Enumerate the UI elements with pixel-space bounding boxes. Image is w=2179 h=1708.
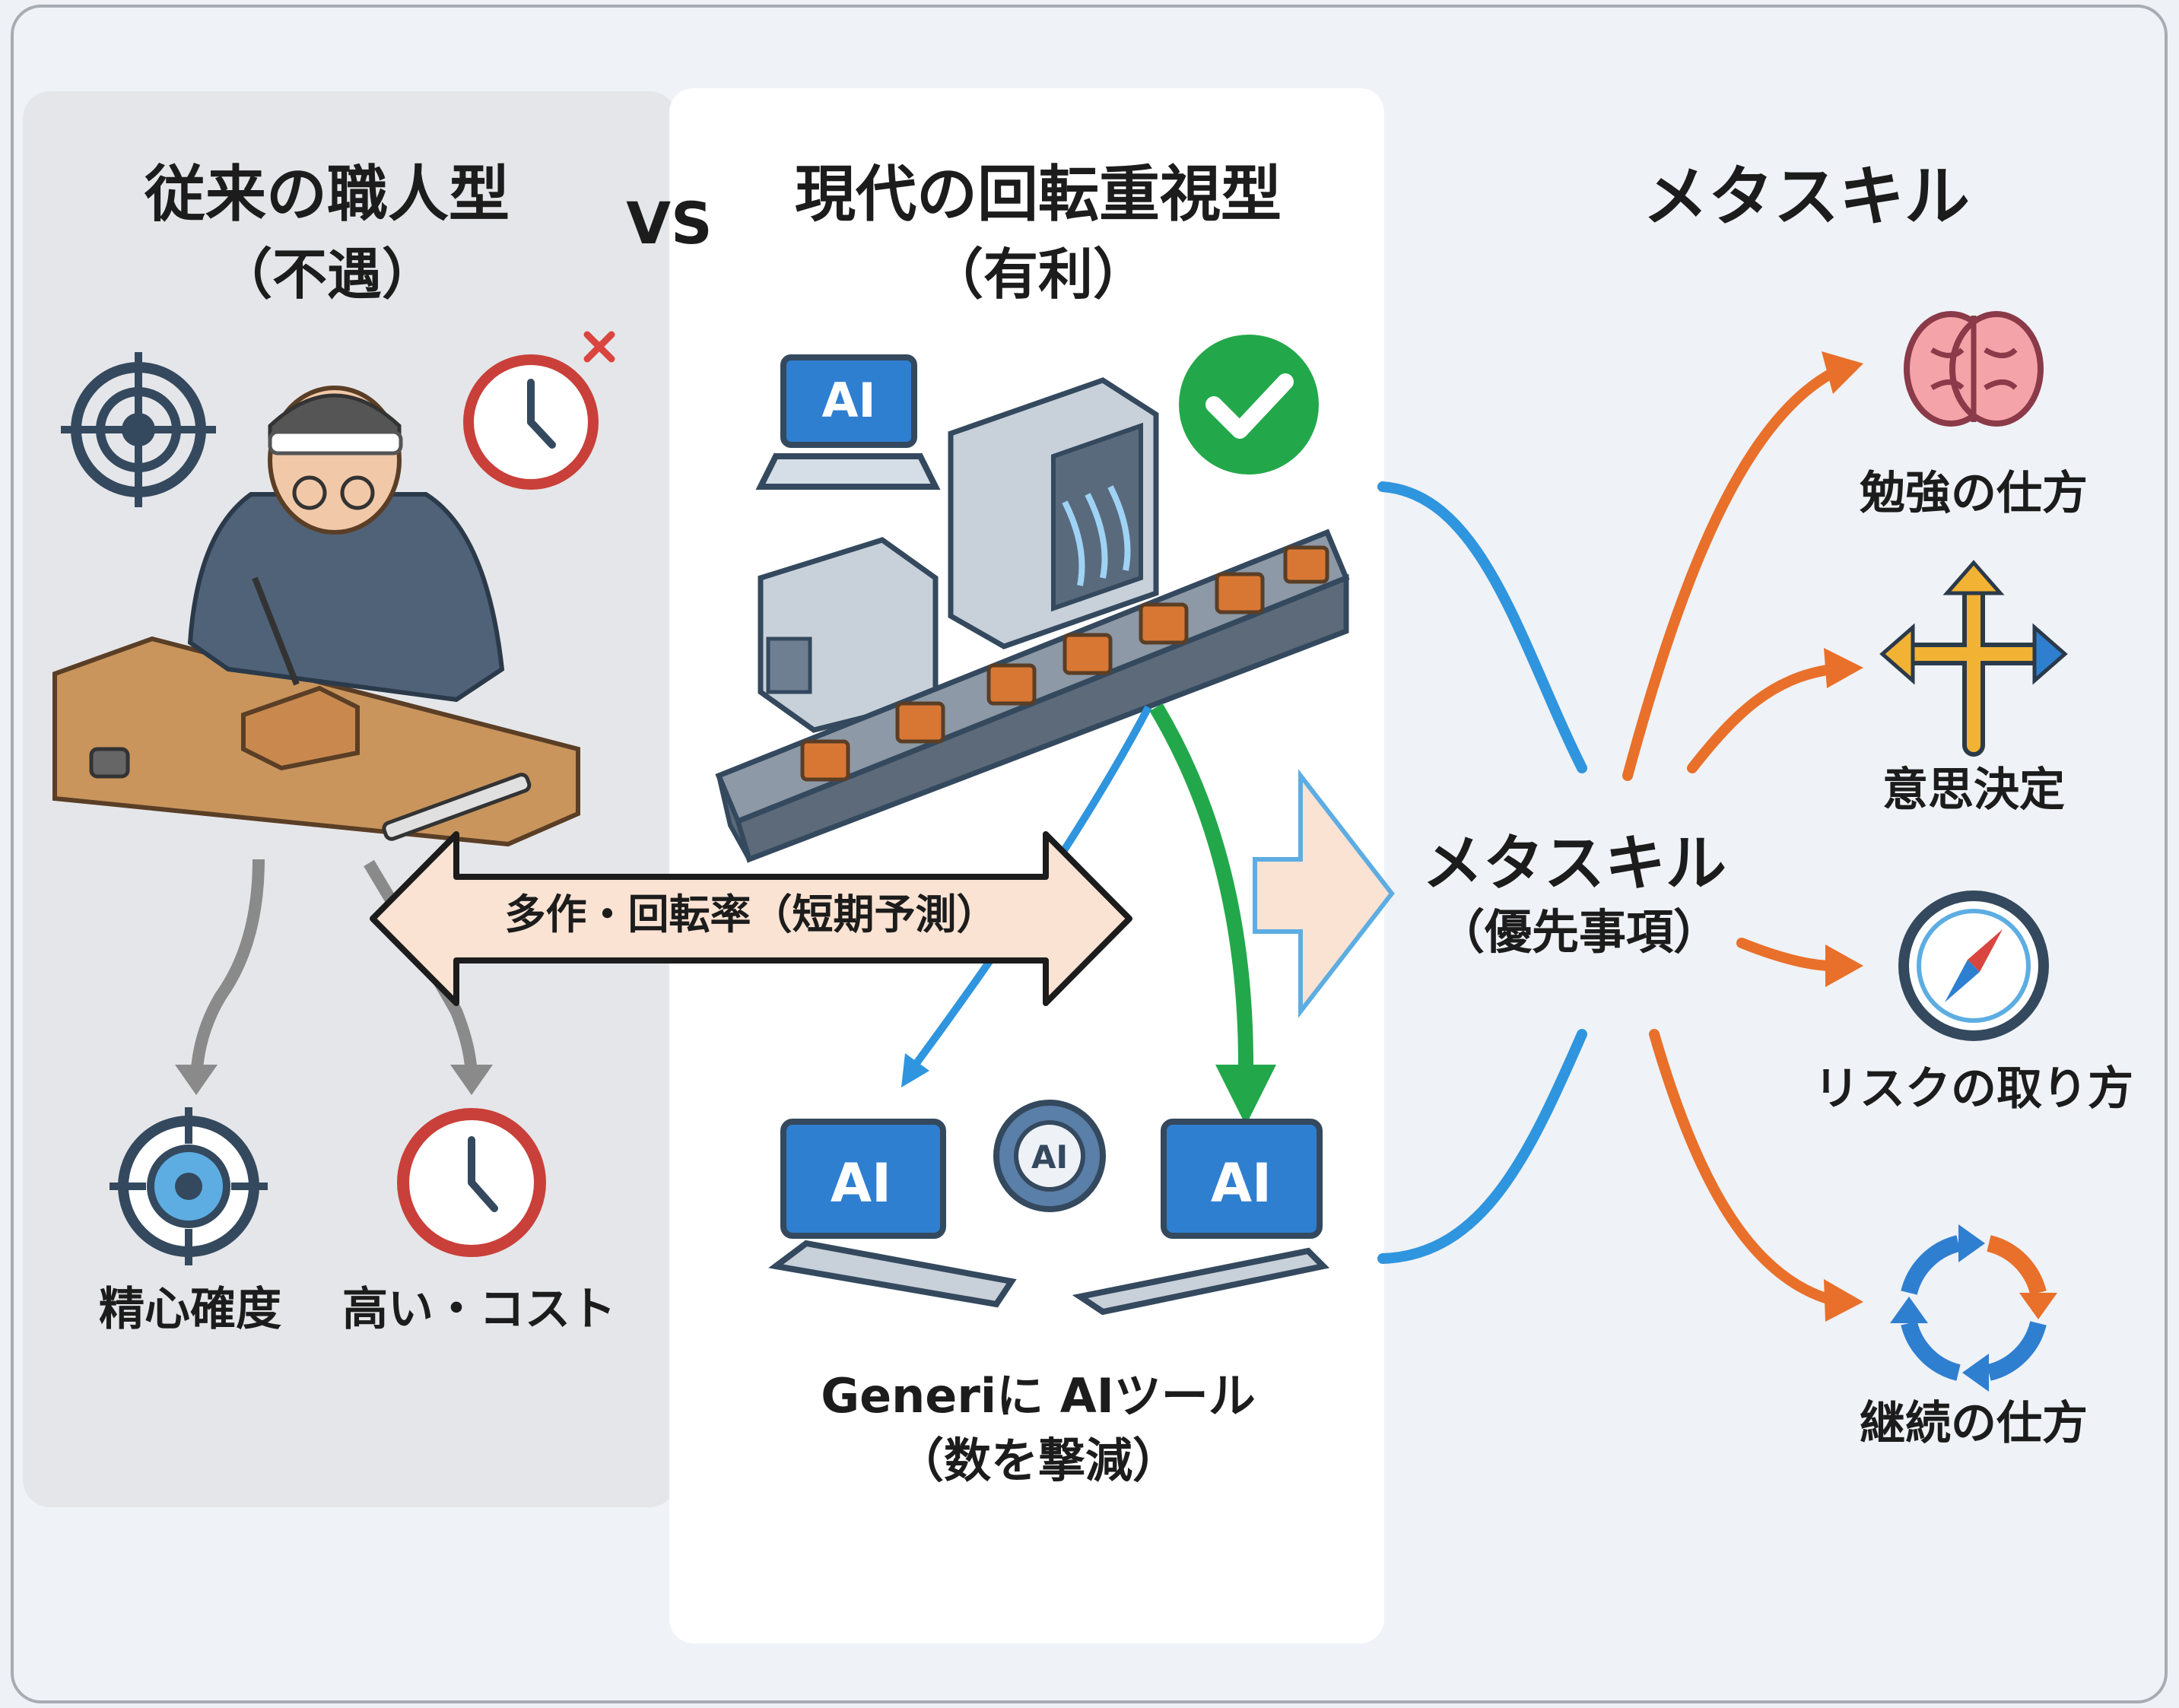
precision-target-icon <box>110 1107 268 1265</box>
svg-text:AI: AI <box>831 1152 891 1214</box>
orange-arrowhead-study <box>1822 351 1863 394</box>
branching-arrows-icon <box>1879 560 2068 757</box>
right-down-arrowhead <box>450 1065 493 1095</box>
ai-tools-sub: （数を撃減） <box>896 1433 1180 1488</box>
ai-laptop-top: AI <box>755 354 941 490</box>
orange-arrowhead-continue <box>1824 1279 1863 1322</box>
cycle-arrows-icon <box>1890 1224 2057 1392</box>
orange-arrow-decision <box>1687 664 1838 773</box>
metaskill-item-risk: リスクの取り方 <box>1814 1062 2133 1116</box>
left-down-arrow <box>190 859 265 1081</box>
rotation-arrow-label: 多作・回転率（短期予測） <box>504 891 998 938</box>
metaskill-item-study: 勉強の仕方 <box>1860 467 2088 520</box>
craftsman-title: 従来の職人型 <box>145 159 510 230</box>
svg-text:AI: AI <box>1211 1152 1272 1214</box>
metaskill-item-decision: 意思決定 <box>1882 764 2065 817</box>
green-flow-arrow <box>1149 703 1254 1073</box>
orange-arrowhead-risk <box>1825 944 1863 987</box>
peach-block-arrow <box>1253 769 1395 1018</box>
blue-flow-arrowhead <box>901 1053 929 1087</box>
clock-icon <box>463 354 599 490</box>
rotation-double-arrow <box>370 831 1132 1006</box>
product-blocks <box>800 545 1329 782</box>
brain-icon <box>1904 311 2044 427</box>
rotation-title: 現代の回転重視型 <box>795 159 1282 230</box>
target-icon <box>61 352 216 507</box>
orange-arrow-study <box>1622 367 1838 781</box>
cost-label: 高い・コスト <box>342 1283 616 1336</box>
svg-text:AI: AI <box>1031 1138 1068 1176</box>
metaskill-center-sub: （優先事項） <box>1437 904 1721 960</box>
metaskill-center-title: メタスキル <box>1422 828 1726 899</box>
orange-arrowhead-decision <box>1824 648 1863 688</box>
orange-arrow-risk <box>1736 938 1838 971</box>
left-down-arrowhead <box>175 1065 218 1095</box>
blue-converge-top <box>1377 481 1587 773</box>
orange-arrow-continue <box>1649 1029 1838 1306</box>
metaskill-header: メタスキル <box>1643 159 1970 235</box>
compass-icon <box>1898 891 2049 1041</box>
craftsman-illustration <box>52 386 580 847</box>
craftsman-subtitle: （不遇） <box>217 243 437 306</box>
check-icon <box>1179 335 1319 475</box>
ai-laptop-left: AI <box>768 1119 1017 1308</box>
metaskill-item-continue: 継続の仕方 <box>1860 1397 2088 1450</box>
rotation-subtitle: （有利） <box>928 243 1148 306</box>
svg-text:AI: AI <box>821 373 875 428</box>
blue-converge-bottom <box>1377 1029 1587 1264</box>
cost-clock-icon <box>397 1108 546 1257</box>
green-flow-arrowhead <box>1215 1065 1276 1125</box>
ai-gear-icon: AI <box>993 1100 1106 1212</box>
ai-laptop-right: AI <box>1072 1119 1330 1316</box>
versus-label: VS <box>626 189 713 257</box>
ai-tools-label: Generiに AIツール <box>821 1368 1256 1424</box>
precision-label: 精心確度 <box>99 1283 281 1336</box>
cross-icon <box>583 331 615 363</box>
